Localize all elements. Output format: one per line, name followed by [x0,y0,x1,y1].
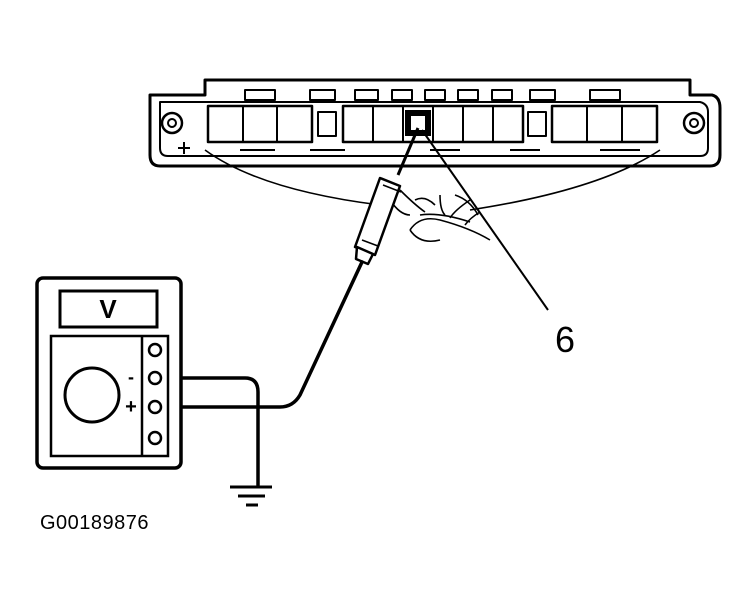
meter-display [58,289,159,329]
test-leads [158,260,364,487]
wire-harness [204,149,661,243]
meter-display-label: V [99,294,117,324]
meter-terminal-plus [147,399,163,415]
meter-terminal-1 [147,342,163,358]
pin-callout-number: 6 [555,319,575,360]
meter-minus-label: - [128,367,134,387]
voltmeter-icon: V - + [35,276,183,470]
meter-terminal-4 [147,430,163,446]
probe-icon [353,127,420,266]
meter-terminal-minus [147,370,163,386]
callout-leader-line [421,129,549,311]
meter-dial [63,366,121,424]
connector-icon [148,78,722,168]
meter-plus-label: + [125,396,137,418]
ground-symbol-icon [230,485,272,507]
figure-id: G00189876 [40,512,150,534]
